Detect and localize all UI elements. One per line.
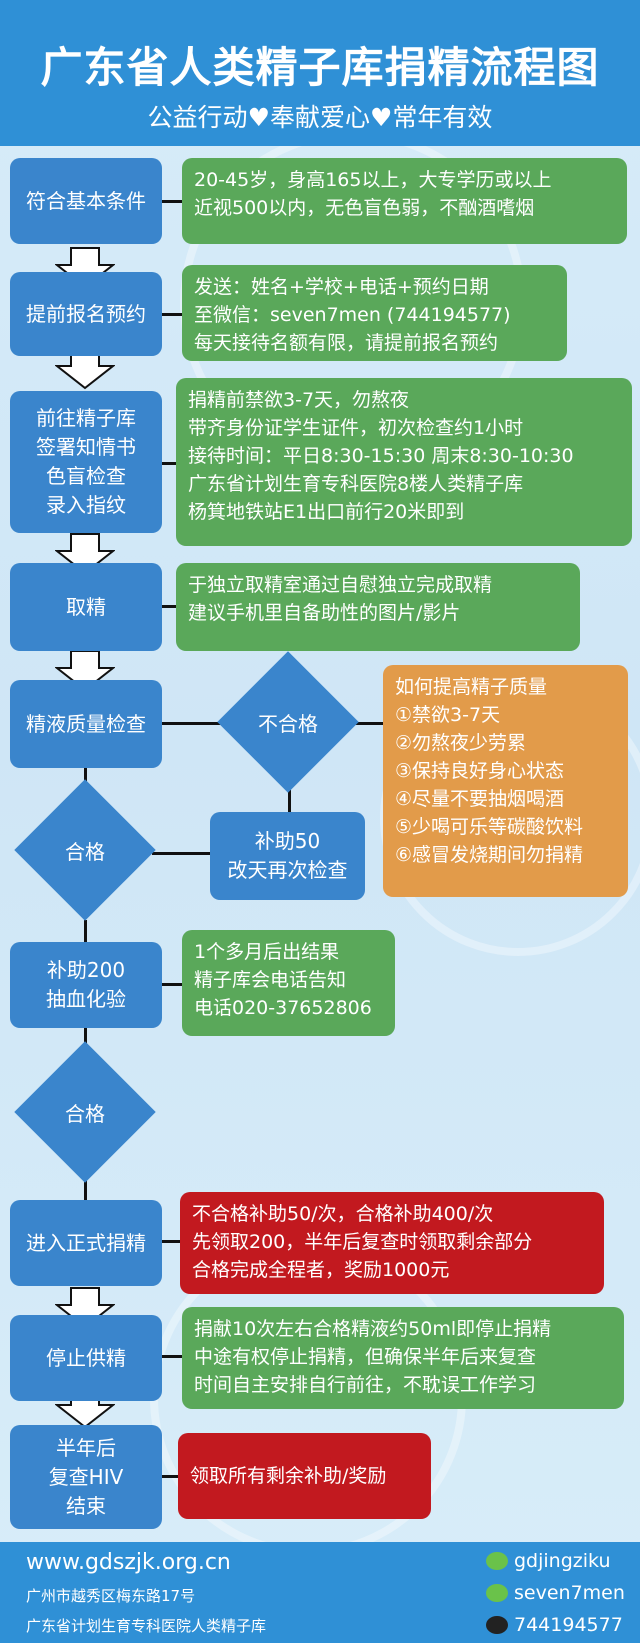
connector-line bbox=[162, 313, 182, 316]
info-collect: 于独立取精室通过自慰独立完成取精 建议手机里自备助性的图片/影片 bbox=[176, 563, 580, 651]
connector-line bbox=[162, 722, 222, 725]
connector-line bbox=[84, 768, 87, 782]
wechat-id: gdjingziku bbox=[514, 1550, 611, 1572]
connector-line bbox=[162, 462, 176, 465]
heart-icon: ♥ bbox=[247, 103, 270, 132]
connector-line bbox=[288, 790, 291, 812]
down-arrow-icon bbox=[55, 533, 115, 575]
website-link[interactable]: www.gdszjk.org.cn bbox=[26, 1550, 231, 1575]
step-basic-conditions: 符合基本条件 bbox=[10, 158, 162, 244]
step-blood-test: 补助200 抽血化验 bbox=[10, 942, 162, 1028]
connector-line bbox=[162, 1475, 178, 1478]
footer-bar: www.gdszjk.org.cn 广州市越秀区梅东路17号 广东省计划生育专科… bbox=[0, 1542, 640, 1643]
connector-line bbox=[355, 722, 383, 725]
wechat-icon bbox=[486, 1552, 508, 1570]
footer-address: 广州市越秀区梅东路17号 bbox=[26, 1587, 196, 1605]
qq-icon bbox=[486, 1616, 508, 1634]
connector-line bbox=[84, 1180, 87, 1200]
connector-line bbox=[162, 1240, 180, 1243]
info-visit: 捐精前禁欲3-7天，勿熬夜 带齐身份证学生证件，初次检查约1小时 接待时间：平日… bbox=[176, 378, 632, 546]
footer-organization: 广东省计划生育专科医院人类精子库 bbox=[26, 1617, 267, 1635]
qq-contact: 744194577 bbox=[486, 1614, 623, 1636]
step-register: 提前报名预约 bbox=[10, 272, 162, 356]
step-recheck: 补助50 改天再次检查 bbox=[210, 812, 365, 900]
decision-label: 不合格 bbox=[258, 712, 318, 736]
connector-line bbox=[84, 1026, 87, 1048]
connector-line bbox=[162, 605, 176, 608]
step-visit-bank: 前往精子库 签署知情书 色盲检查 录入指纹 bbox=[10, 391, 162, 533]
info-subsidy: 不合格补助50/次，合格补助400/次 先领取200，半年后复查时领取剩余部分 … bbox=[180, 1192, 604, 1294]
connector-line bbox=[84, 920, 87, 942]
qq-number: 744194577 bbox=[514, 1614, 623, 1636]
info-stop: 捐献10次左右合格精液约50ml即停止捐精 中途有权停止捐精，但确保半年后来复查… bbox=[182, 1307, 624, 1409]
info-improve-quality: 如何提高精子质量 ①禁欲3-7天 ②勿熬夜少劳累 ③保持良好身心状态 ④尽量不要… bbox=[383, 665, 628, 897]
info-blood-result: 1个多月后出结果 精子库会电话告知 电话020-37652806 bbox=[182, 930, 395, 1036]
page-subtitle: 公益行动♥奉献爱心♥常年有效 bbox=[0, 98, 640, 134]
page-title: 广东省人类精子库捐精流程图 bbox=[40, 43, 600, 92]
step-quality-check: 精液质量检查 bbox=[10, 680, 162, 768]
wechat-id: seven7men bbox=[514, 1582, 625, 1604]
subtitle-part: 奉献爱心 bbox=[269, 103, 370, 132]
step-collect: 取精 bbox=[10, 563, 162, 651]
connector-line bbox=[162, 200, 182, 203]
connector-line bbox=[162, 983, 182, 986]
wechat-contact: gdjingziku bbox=[486, 1550, 611, 1572]
wechat-icon bbox=[486, 1584, 508, 1602]
info-basic-conditions: 20-45岁，身高165以上，大专学历或以上 近视500以内，无色盲色弱，不酗酒… bbox=[182, 158, 627, 244]
subtitle-part: 公益行动 bbox=[147, 103, 248, 132]
connector-line bbox=[152, 852, 210, 855]
header-banner: 广东省人类精子库捐精流程图 公益行动♥奉献爱心♥常年有效 bbox=[0, 0, 640, 146]
down-arrow-icon bbox=[55, 650, 115, 692]
step-stop-donation: 停止供精 bbox=[10, 1315, 162, 1401]
info-final-reward: 领取所有剩余补助/奖励 bbox=[178, 1433, 431, 1519]
info-register: 发送：姓名+学校+电话+预约日期 至微信：seven7men (74419457… bbox=[182, 265, 567, 361]
step-hiv-recheck: 半年后 复查HIV 结束 bbox=[10, 1425, 162, 1529]
wechat-contact: seven7men bbox=[486, 1582, 625, 1604]
step-formal-donation: 进入正式捐精 bbox=[10, 1200, 162, 1286]
heart-icon: ♥ bbox=[370, 103, 393, 132]
subtitle-part: 常年有效 bbox=[392, 103, 493, 132]
decision-label: 合格 bbox=[65, 840, 105, 864]
connector-line bbox=[162, 1355, 182, 1358]
decision-label: 合格 bbox=[65, 1102, 105, 1126]
